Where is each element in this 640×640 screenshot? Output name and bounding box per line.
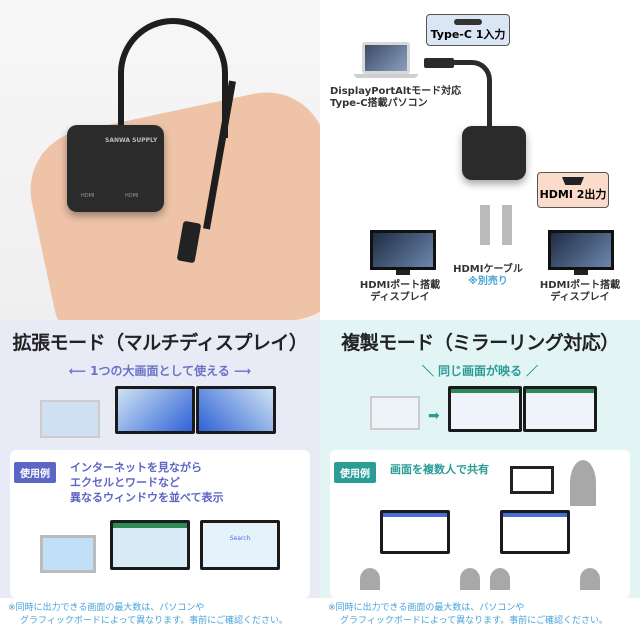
laptop-base — [354, 74, 418, 78]
extended-mode-subtitle: ⟵ 1つの大画面として使える ⟶ — [68, 364, 252, 378]
monitor-right-stand — [574, 270, 588, 275]
cable-label: HDMIケーブル ※別売り — [438, 264, 538, 288]
output-callout-text: HDMI 2出力 — [539, 188, 607, 201]
ext-laptop — [40, 400, 100, 438]
extended-mode-title: 拡張モード（マルチディスプレイ） — [12, 332, 308, 354]
extended-usage-card: 使用例 インターネットを見ながら エクセルとワードなど 異なるウィンドウを並べて… — [10, 450, 310, 598]
type-c-input-callout: Type-C 1入力 — [426, 14, 510, 46]
brand-logo: SANWA SUPPLY — [105, 137, 158, 144]
usage-laptop — [40, 535, 96, 573]
extended-footnote: ※同時に出力できる画面の最大数は、パソコンや グラフィックボードによって異なりま… — [8, 603, 289, 626]
connection-diagram: Type-C 1入力 DisplayPortAltモード対応 Type-C搭載パ… — [320, 0, 640, 320]
share-monitor-1 — [380, 510, 450, 554]
audience-icon — [360, 568, 380, 590]
arrow-right-icon: ➡ — [428, 408, 440, 424]
usage-example-badge: 使用例 — [334, 462, 376, 483]
mirror-footnote: ※同時に出力できる画面の最大数は、パソコンや グラフィックボードによって異なりま… — [328, 603, 609, 626]
usage-example-badge: 使用例 — [14, 462, 56, 483]
audience-icon — [580, 568, 600, 590]
adapter-body: SANWA SUPPLY HDMI HDMI — [67, 125, 164, 212]
mir-monitor-2 — [523, 386, 597, 432]
display-label-left: HDMIポート搭載 ディスプレイ — [359, 280, 441, 303]
presenter-laptop — [510, 466, 554, 494]
ext-monitor-1 — [115, 386, 195, 434]
arrow-left-icon: ⟵ — [68, 364, 91, 378]
presenter-icon — [570, 460, 596, 506]
type-c-plug — [424, 58, 454, 68]
mirror-usage-card: 使用例 画面を複数人で共有 — [330, 450, 630, 598]
laptop-icon — [362, 42, 410, 74]
mirror-mode-subtitle: ＼ 同じ画面が映る ／ — [421, 364, 539, 378]
sold-separately-note: ※別売り — [468, 276, 508, 287]
port-label-2: HDMI — [125, 193, 139, 199]
mirror-mode-title: 複製モード（ミラーリング対応） — [341, 332, 619, 354]
audience-icon — [490, 568, 510, 590]
arrow-right-icon: ⟶ — [229, 364, 252, 378]
ext-monitor-2 — [196, 386, 276, 434]
hdmi-cable-2 — [502, 205, 512, 245]
diagram-cable — [452, 60, 492, 130]
monitor-right — [548, 230, 614, 270]
extended-mode-panel: 拡張モード（マルチディスプレイ） ⟵ 1つの大画面として使える ⟶ 使用例 イン… — [0, 320, 320, 598]
hdmi-cable-1 — [480, 205, 490, 245]
diagram-adapter — [462, 126, 526, 180]
extended-usage-text: インターネットを見ながら エクセルとワードなど 異なるウィンドウを並べて表示 — [70, 461, 224, 504]
mir-laptop — [370, 396, 420, 430]
hdmi-port-icon — [562, 177, 584, 185]
monitor-left — [370, 230, 436, 270]
share-monitor-2 — [500, 510, 570, 554]
mir-monitor-1 — [448, 386, 522, 432]
audience-icon — [460, 568, 480, 590]
mirror-usage-text: 画面を複数人で共有 — [390, 463, 489, 476]
cable — [118, 18, 228, 138]
input-callout-text: Type-C 1入力 — [430, 28, 506, 41]
port-label-1: HDMI — [81, 193, 95, 199]
hdmi-output-callout: HDMI 2出力 — [537, 172, 609, 208]
monitor-left-stand — [396, 270, 410, 275]
product-photo: SANWA SUPPLY HDMI HDMI — [0, 0, 320, 320]
usb-c-port-icon — [454, 19, 482, 25]
display-label-right: HDMIポート搭載 ディスプレイ — [539, 280, 621, 303]
usage-monitor-excel — [110, 520, 190, 570]
usage-monitor-browser: Search — [200, 520, 280, 570]
mirror-mode-panel: 複製モード（ミラーリング対応） ＼ 同じ画面が映る ／ ➡ 使用例 画面を複数人… — [320, 320, 640, 598]
laptop-label: DisplayPortAltモード対応 Type-C搭載パソコン — [330, 86, 462, 109]
